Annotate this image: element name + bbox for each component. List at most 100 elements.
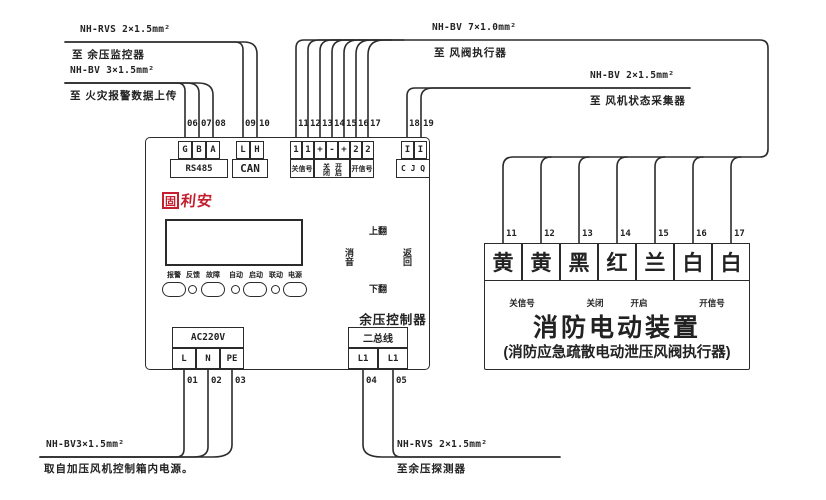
wire-17 bbox=[367, 39, 405, 138]
nav-down-label: 下翻 bbox=[368, 284, 387, 294]
wire-number: 12 bbox=[310, 119, 321, 129]
indicator-label: 报警 bbox=[167, 272, 181, 279]
wire-number: 17 bbox=[734, 229, 745, 239]
lcd-display bbox=[165, 219, 303, 266]
wire-number: 15 bbox=[346, 119, 357, 129]
wire-03 bbox=[39, 369, 233, 458]
group-label-close: 关闭 bbox=[586, 298, 604, 308]
auto-led bbox=[231, 285, 240, 294]
nav-return-label: 返回 bbox=[402, 248, 412, 266]
power-button bbox=[283, 282, 307, 297]
terminal-group-label: 关闭 开启 bbox=[314, 159, 350, 178]
wire-number: 01 bbox=[187, 376, 198, 386]
indicator-label: 启动 bbox=[249, 272, 263, 279]
controller-name: 余压控制器 bbox=[359, 313, 427, 327]
device-drop-16 bbox=[692, 156, 704, 244]
wire-number: 11 bbox=[506, 229, 517, 239]
cable-spec: NH-RVS 2×1.5mm² bbox=[80, 24, 171, 35]
terminal-cell: I bbox=[414, 141, 427, 159]
logo-boxed-char: 固 bbox=[162, 192, 179, 209]
wire-10 bbox=[64, 41, 258, 138]
wire-18 bbox=[406, 87, 691, 138]
nav-mute-label: 消音 bbox=[344, 248, 354, 266]
cable-dest: 至 风阀执行器 bbox=[434, 47, 507, 59]
group-label-open: 开启 bbox=[630, 298, 648, 308]
terminal-cell: L bbox=[236, 141, 250, 159]
wire-number: 14 bbox=[620, 229, 631, 239]
wire-number: 13 bbox=[582, 229, 593, 239]
logo-text: 利安 bbox=[180, 193, 214, 210]
terminal-group-label: RS485 bbox=[170, 159, 228, 178]
close-label: 关闭 bbox=[322, 162, 330, 175]
terminal-cell: + bbox=[338, 141, 350, 159]
wire-number: 07 bbox=[201, 119, 212, 129]
group-label-close-signal: 关信号 bbox=[509, 298, 535, 308]
cable-spec: NH-BV3×1.5mm² bbox=[46, 439, 125, 450]
cable-dest: 至 余压监控器 bbox=[72, 49, 145, 61]
feedback-led bbox=[188, 285, 197, 294]
device-subtitle: (消防应急疏散电动泄压风阀执行器) bbox=[503, 345, 731, 361]
terminal-cell: L1 bbox=[378, 348, 408, 369]
wire-number: 17 bbox=[370, 119, 381, 129]
cable-spec: NH-BV 2×1.5mm² bbox=[590, 70, 675, 81]
wire-08 bbox=[64, 82, 214, 138]
terminal-cell: L bbox=[172, 348, 196, 369]
bus-group-label: 二总线 bbox=[348, 327, 408, 348]
indicator-label: 电源 bbox=[288, 272, 302, 279]
brand-logo: 固 利安 bbox=[162, 190, 214, 211]
terminal-group-label: CAN bbox=[232, 159, 268, 178]
power-group-label: AC220V bbox=[172, 327, 244, 348]
wire-19 bbox=[420, 87, 691, 138]
device-title: 消防电动装置 bbox=[532, 314, 701, 342]
wire-number: 15 bbox=[658, 229, 669, 239]
indicator-label: 自动 bbox=[229, 272, 243, 279]
wire-13 bbox=[319, 39, 356, 138]
wire-number: 09 bbox=[245, 119, 256, 129]
wire-number: 03 bbox=[235, 376, 246, 386]
wire-number: 06 bbox=[187, 119, 198, 129]
terminal-cell: H bbox=[250, 141, 264, 159]
terminal-cell: L1 bbox=[348, 348, 378, 369]
wire-color-cell: 兰 bbox=[636, 243, 674, 281]
wire-number: 05 bbox=[396, 376, 407, 386]
start-button bbox=[243, 282, 267, 297]
wire-14 bbox=[331, 39, 369, 138]
alarm-button bbox=[162, 282, 186, 297]
terminal-cell: PE bbox=[220, 348, 244, 369]
terminal-cell: N bbox=[196, 348, 220, 369]
wire-number: 14 bbox=[334, 119, 345, 129]
terminal-cell: B bbox=[192, 141, 206, 159]
wire-number: 08 bbox=[215, 119, 226, 129]
open-label: 开启 bbox=[334, 162, 342, 175]
terminal-cell: + bbox=[314, 141, 326, 159]
wire-color-cell: 红 bbox=[598, 243, 636, 281]
cable-spec: NH-BV 7×1.0mm² bbox=[432, 22, 517, 33]
wire-15 bbox=[343, 39, 381, 138]
wire-color-cell: 黄 bbox=[522, 243, 560, 281]
terminal-cell: 2 bbox=[350, 141, 362, 159]
terminal-cell: A bbox=[206, 141, 220, 159]
device-drop-13 bbox=[578, 156, 590, 244]
cable-spec: NH-BV 3×1.5mm² bbox=[70, 65, 155, 76]
wire-number: 13 bbox=[322, 119, 333, 129]
terminal-cell: I bbox=[401, 141, 414, 159]
device-drop-15 bbox=[654, 156, 666, 244]
terminal-cell: 1 bbox=[302, 141, 314, 159]
terminal-cell: 2 bbox=[362, 141, 374, 159]
wire-number: 02 bbox=[211, 376, 222, 386]
cable-dest: 取自加压风机控制箱内电源。 bbox=[44, 463, 194, 475]
cable-dest: 至 风机状态采集器 bbox=[590, 95, 686, 107]
wire-number: 18 bbox=[409, 119, 420, 129]
wire-number: 10 bbox=[259, 119, 270, 129]
indicator-label: 联动 bbox=[269, 272, 283, 279]
wire-number: 04 bbox=[366, 376, 377, 386]
wire-number: 16 bbox=[358, 119, 369, 129]
cable-dest: 至 火灾报警数据上传 bbox=[70, 90, 178, 102]
wire-color-cell: 白 bbox=[712, 243, 750, 281]
fault-button bbox=[201, 282, 225, 297]
linkage-led bbox=[271, 285, 280, 294]
wire-04 bbox=[362, 369, 561, 458]
terminal-cell: G bbox=[178, 141, 192, 159]
device-drop-17 bbox=[730, 156, 742, 244]
